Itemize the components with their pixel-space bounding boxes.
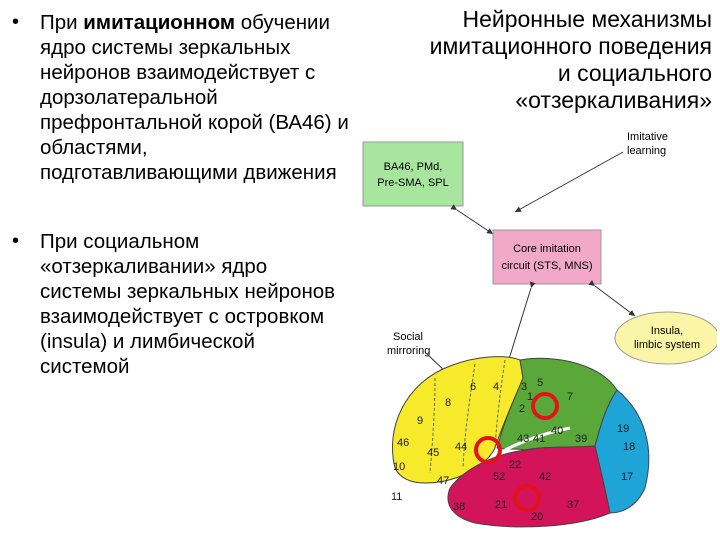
area-label: 1 bbox=[527, 391, 533, 403]
area-label: 8 bbox=[445, 397, 451, 409]
insula-line-2: limbic system bbox=[634, 339, 700, 351]
area-label: 5 bbox=[537, 377, 543, 389]
area-label: 41 bbox=[533, 433, 545, 445]
area-label: 4 bbox=[493, 381, 499, 393]
area-label: 52 bbox=[493, 471, 505, 483]
area-label: 7 bbox=[567, 391, 573, 403]
imitative-arrow bbox=[514, 151, 624, 213]
title-line-1: Нейронные механизмы bbox=[462, 6, 712, 32]
area-label: 47 bbox=[437, 475, 449, 487]
area-label: 45 bbox=[427, 447, 439, 459]
title-line-3: и социального bbox=[557, 60, 712, 86]
page-title: Нейронные механизмы имитационного поведе… bbox=[352, 6, 712, 114]
insula-line-1: Insula, bbox=[651, 325, 683, 337]
frontal-areas-box: BA46, PMd, Pre-SMA, SPL bbox=[362, 141, 464, 207]
area-label: 2 bbox=[519, 403, 525, 415]
sulcus-line bbox=[429, 377, 436, 474]
bullet-1-bold: имитационном bbox=[83, 11, 236, 34]
frontal-box-line-1: BA46, PMd, bbox=[384, 161, 443, 173]
area-label: 11 bbox=[391, 491, 402, 503]
area-label: 40 bbox=[551, 425, 563, 437]
area-label: 6 bbox=[470, 381, 476, 393]
bullet-imitation: • При имитационном обучении ядро системы… bbox=[0, 10, 350, 185]
area-label: 20 bbox=[531, 511, 543, 523]
sylvian-fissure bbox=[504, 426, 571, 452]
bullet-1-prefix: При bbox=[40, 11, 84, 34]
core-box-line-1: Core imitation bbox=[513, 243, 581, 255]
title-line-2: имитационного поведения bbox=[429, 33, 712, 59]
area-label: 46 bbox=[397, 437, 409, 449]
area-label: 22 bbox=[509, 459, 521, 471]
area-label: 39 bbox=[575, 433, 587, 445]
bullet-dot: • bbox=[12, 11, 20, 33]
highlight-circle bbox=[531, 392, 559, 420]
frontal-core-arrow bbox=[450, 204, 494, 235]
area-label: 17 bbox=[621, 471, 633, 483]
brain-diagram: BA46, PMd, Pre-SMA, SPL Imitative learni… bbox=[362, 131, 717, 528]
area-label: 43 bbox=[517, 433, 529, 445]
frontal-box-line-2: Pre-SMA, SPL bbox=[377, 177, 449, 189]
core-insula-arrow bbox=[588, 280, 636, 317]
imitative-label-line-2: learning bbox=[627, 145, 666, 157]
sulcus-line bbox=[494, 359, 506, 449]
social-label-line-2: mirroring bbox=[387, 345, 430, 357]
imitative-label-line-1: Imitative bbox=[627, 131, 668, 143]
bullet-1-rest: обучении ядро системы зеркальных нейроно… bbox=[40, 11, 349, 184]
sulcus-line bbox=[462, 363, 476, 469]
core-box-line-2: circuit (STS, MNS) bbox=[501, 260, 592, 272]
highlight-circle bbox=[513, 484, 541, 512]
bullet-list: • При имитационном обучении ядро системы… bbox=[0, 10, 350, 423]
area-labels: 4 6 8 9 46 10 45 44 47 11 3 1 2 5 7 40 4… bbox=[391, 377, 635, 523]
area-label: 18 bbox=[623, 441, 635, 453]
area-label: 44 bbox=[455, 441, 467, 453]
area-label: 42 bbox=[539, 471, 551, 483]
social-label-line-1: Social bbox=[393, 331, 423, 343]
area-label: 38 bbox=[453, 501, 465, 513]
bullet-2-text: При социальном «отзеркаливании» ядро сис… bbox=[40, 230, 336, 378]
area-label: 9 bbox=[417, 415, 423, 427]
title-line-4: «отзеркаливания» bbox=[515, 87, 712, 113]
area-label: 21 bbox=[495, 499, 507, 511]
bullet-social: • При социальном «отзеркаливании» ядро с… bbox=[0, 229, 350, 379]
highlight-markers bbox=[474, 392, 559, 512]
area-label: 37 bbox=[567, 499, 579, 511]
highlight-circle bbox=[474, 436, 502, 464]
area-label: 19 bbox=[617, 423, 629, 435]
area-label: 3 bbox=[521, 381, 527, 393]
area-label: 10 bbox=[393, 461, 405, 473]
core-imitation-box: Core imitation circuit (STS, MNS) bbox=[492, 229, 602, 285]
insula-limbic-ellipse: Insula, limbic system bbox=[614, 311, 717, 365]
bullet-dot: • bbox=[12, 230, 20, 252]
